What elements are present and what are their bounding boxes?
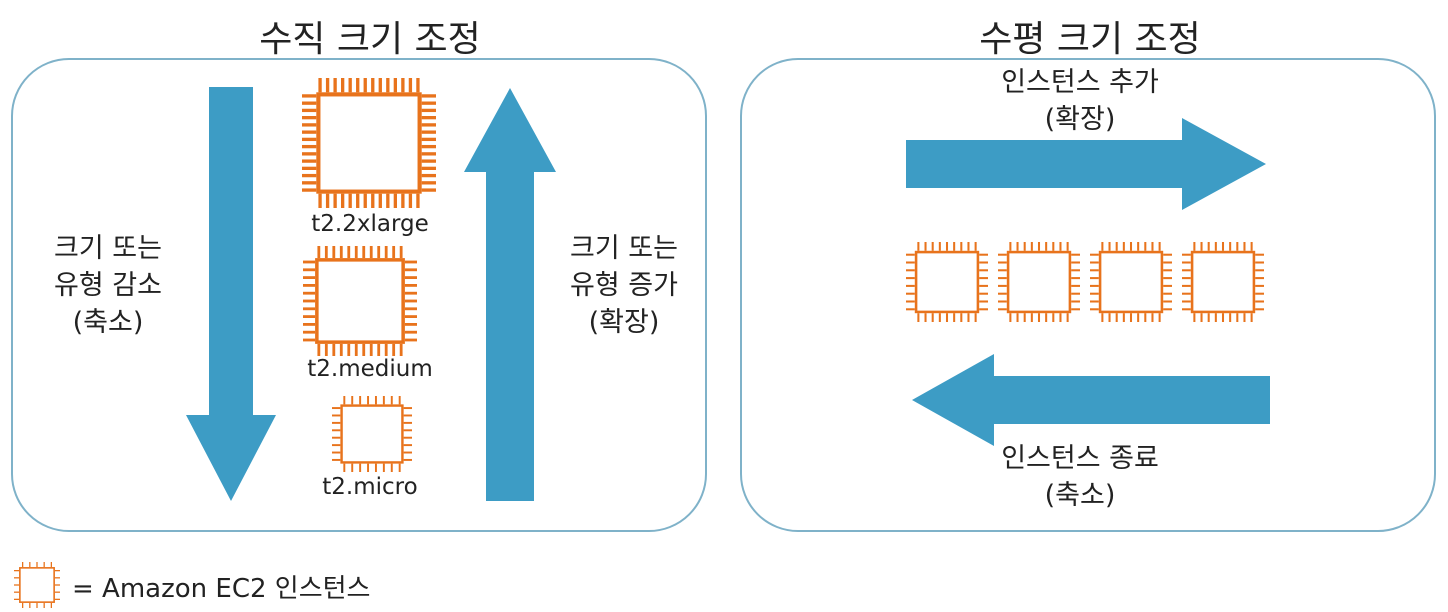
scale-up-label: 크기 또는 유형 증가 (확장): [570, 233, 678, 338]
ec2-instance-icon-h3: [1090, 242, 1172, 322]
ec2-instance-icon-micro: [332, 396, 412, 472]
scale-down-label: 크기 또는 유형 감소 (축소): [54, 233, 162, 338]
scale-down-arrow: [186, 87, 276, 501]
scale-in-arrow: [912, 354, 1270, 446]
ec2-instance-icon-2xlarge: [302, 78, 436, 208]
ec2-instance-icon-h2: [998, 242, 1080, 322]
scale-out-arrow: [906, 118, 1266, 210]
vertical-scaling-title: 수직 크기 조정: [259, 19, 481, 60]
instance-type-medium: t2.medium: [307, 356, 433, 382]
scale-out-label: 인스턴스 추가 (확장): [1001, 67, 1159, 135]
horizontal-scaling-panel: [740, 58, 1436, 532]
legend-text: = Amazon EC2 인스턴스: [72, 574, 371, 604]
ec2-instance-icon-medium: [303, 246, 417, 356]
instance-type-2xlarge: t2.2xlarge: [311, 211, 429, 237]
instance-type-micro: t2.micro: [322, 474, 418, 500]
ec2-instance-icon-h4: [1182, 242, 1264, 322]
scale-up-arrow: [464, 88, 556, 501]
ec2-instance-icon-h1: [906, 242, 988, 322]
horizontal-scaling-title: 수평 크기 조정: [979, 19, 1201, 60]
ec2-instance-legend-icon: [14, 562, 60, 608]
scale-in-label: 인스턴스 종료 (축소): [1001, 443, 1159, 511]
